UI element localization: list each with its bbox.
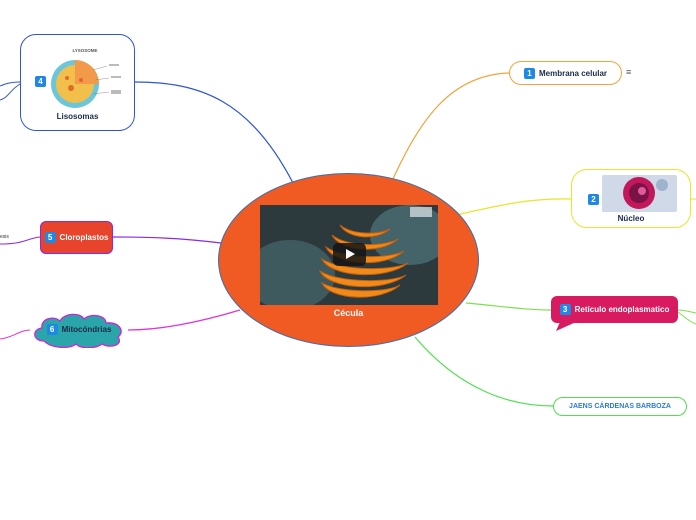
topic-number-badge: 4 [35, 76, 46, 87]
topic-lisosomas[interactable]: 4 LYSOSOME Lisosomas [20, 34, 135, 131]
callout-tail [556, 322, 576, 331]
link-reticulo-child2 [677, 311, 696, 325]
topic-membrana-celular[interactable]: 1 Membrana celular [509, 61, 622, 85]
topic-reticulo-endoplasmatico[interactable]: 3 Retículo endoplasmatico [551, 296, 678, 323]
svg-text:LYSOSOME: LYSOSOME [72, 48, 97, 53]
topic-nucleo[interactable]: 2 Núcleo [571, 169, 691, 228]
topic-label: Retículo endoplasmatico [574, 305, 670, 314]
lysosome-image: LYSOSOME [50, 48, 121, 108]
topic-label: Cloroplastos [59, 233, 109, 242]
link-lisosomas [134, 81, 294, 184]
link-reticulo [465, 302, 552, 311]
link-cloroplastos [112, 236, 222, 244]
topic-number-badge: 1 [523, 67, 535, 79]
topic-number-badge: 6 [46, 324, 58, 335]
link-author [414, 336, 554, 407]
topic-number-badge: 5 [44, 232, 56, 243]
central-topic-label: Cécula [333, 308, 364, 318]
notes-icon[interactable]: ≡ [626, 67, 632, 77]
topic-label: Lisosomas [56, 112, 99, 121]
topic-label: JAENS CÁRDENAS BARBOZA [569, 403, 671, 410]
topic-label: Mitocóndrias [61, 325, 112, 334]
link-reticulo-child [677, 309, 696, 314]
topic-author[interactable]: JAENS CÁRDENAS BARBOZA [553, 397, 687, 416]
link-lisosomas-child [0, 81, 21, 87]
topic-number-badge: 3 [559, 304, 571, 315]
link-mito-child [0, 329, 31, 340]
topic-cloroplastos[interactable]: 5 Cloroplastos [40, 221, 113, 254]
link-mitocondrias [127, 309, 241, 331]
cloroplastos-child-text[interactable]: esis [0, 234, 9, 240]
nucleus-image [602, 175, 677, 212]
topic-label: Membrana celular [538, 68, 608, 78]
topic-mitocondrias[interactable]: 6 Mitocóndrias [30, 311, 128, 348]
link-nucleo [455, 198, 572, 216]
cloud-shape [34, 313, 122, 348]
video-thumbnail[interactable] [260, 205, 438, 305]
link-membrana [391, 72, 510, 182]
play-button[interactable] [333, 243, 366, 266]
central-topic[interactable]: Cécula [218, 173, 479, 347]
topic-label: Núcleo [617, 214, 645, 223]
topic-number-badge: 2 [588, 194, 599, 205]
link-lisosomas-child2 [0, 83, 21, 101]
link-cloro-child [0, 236, 41, 245]
